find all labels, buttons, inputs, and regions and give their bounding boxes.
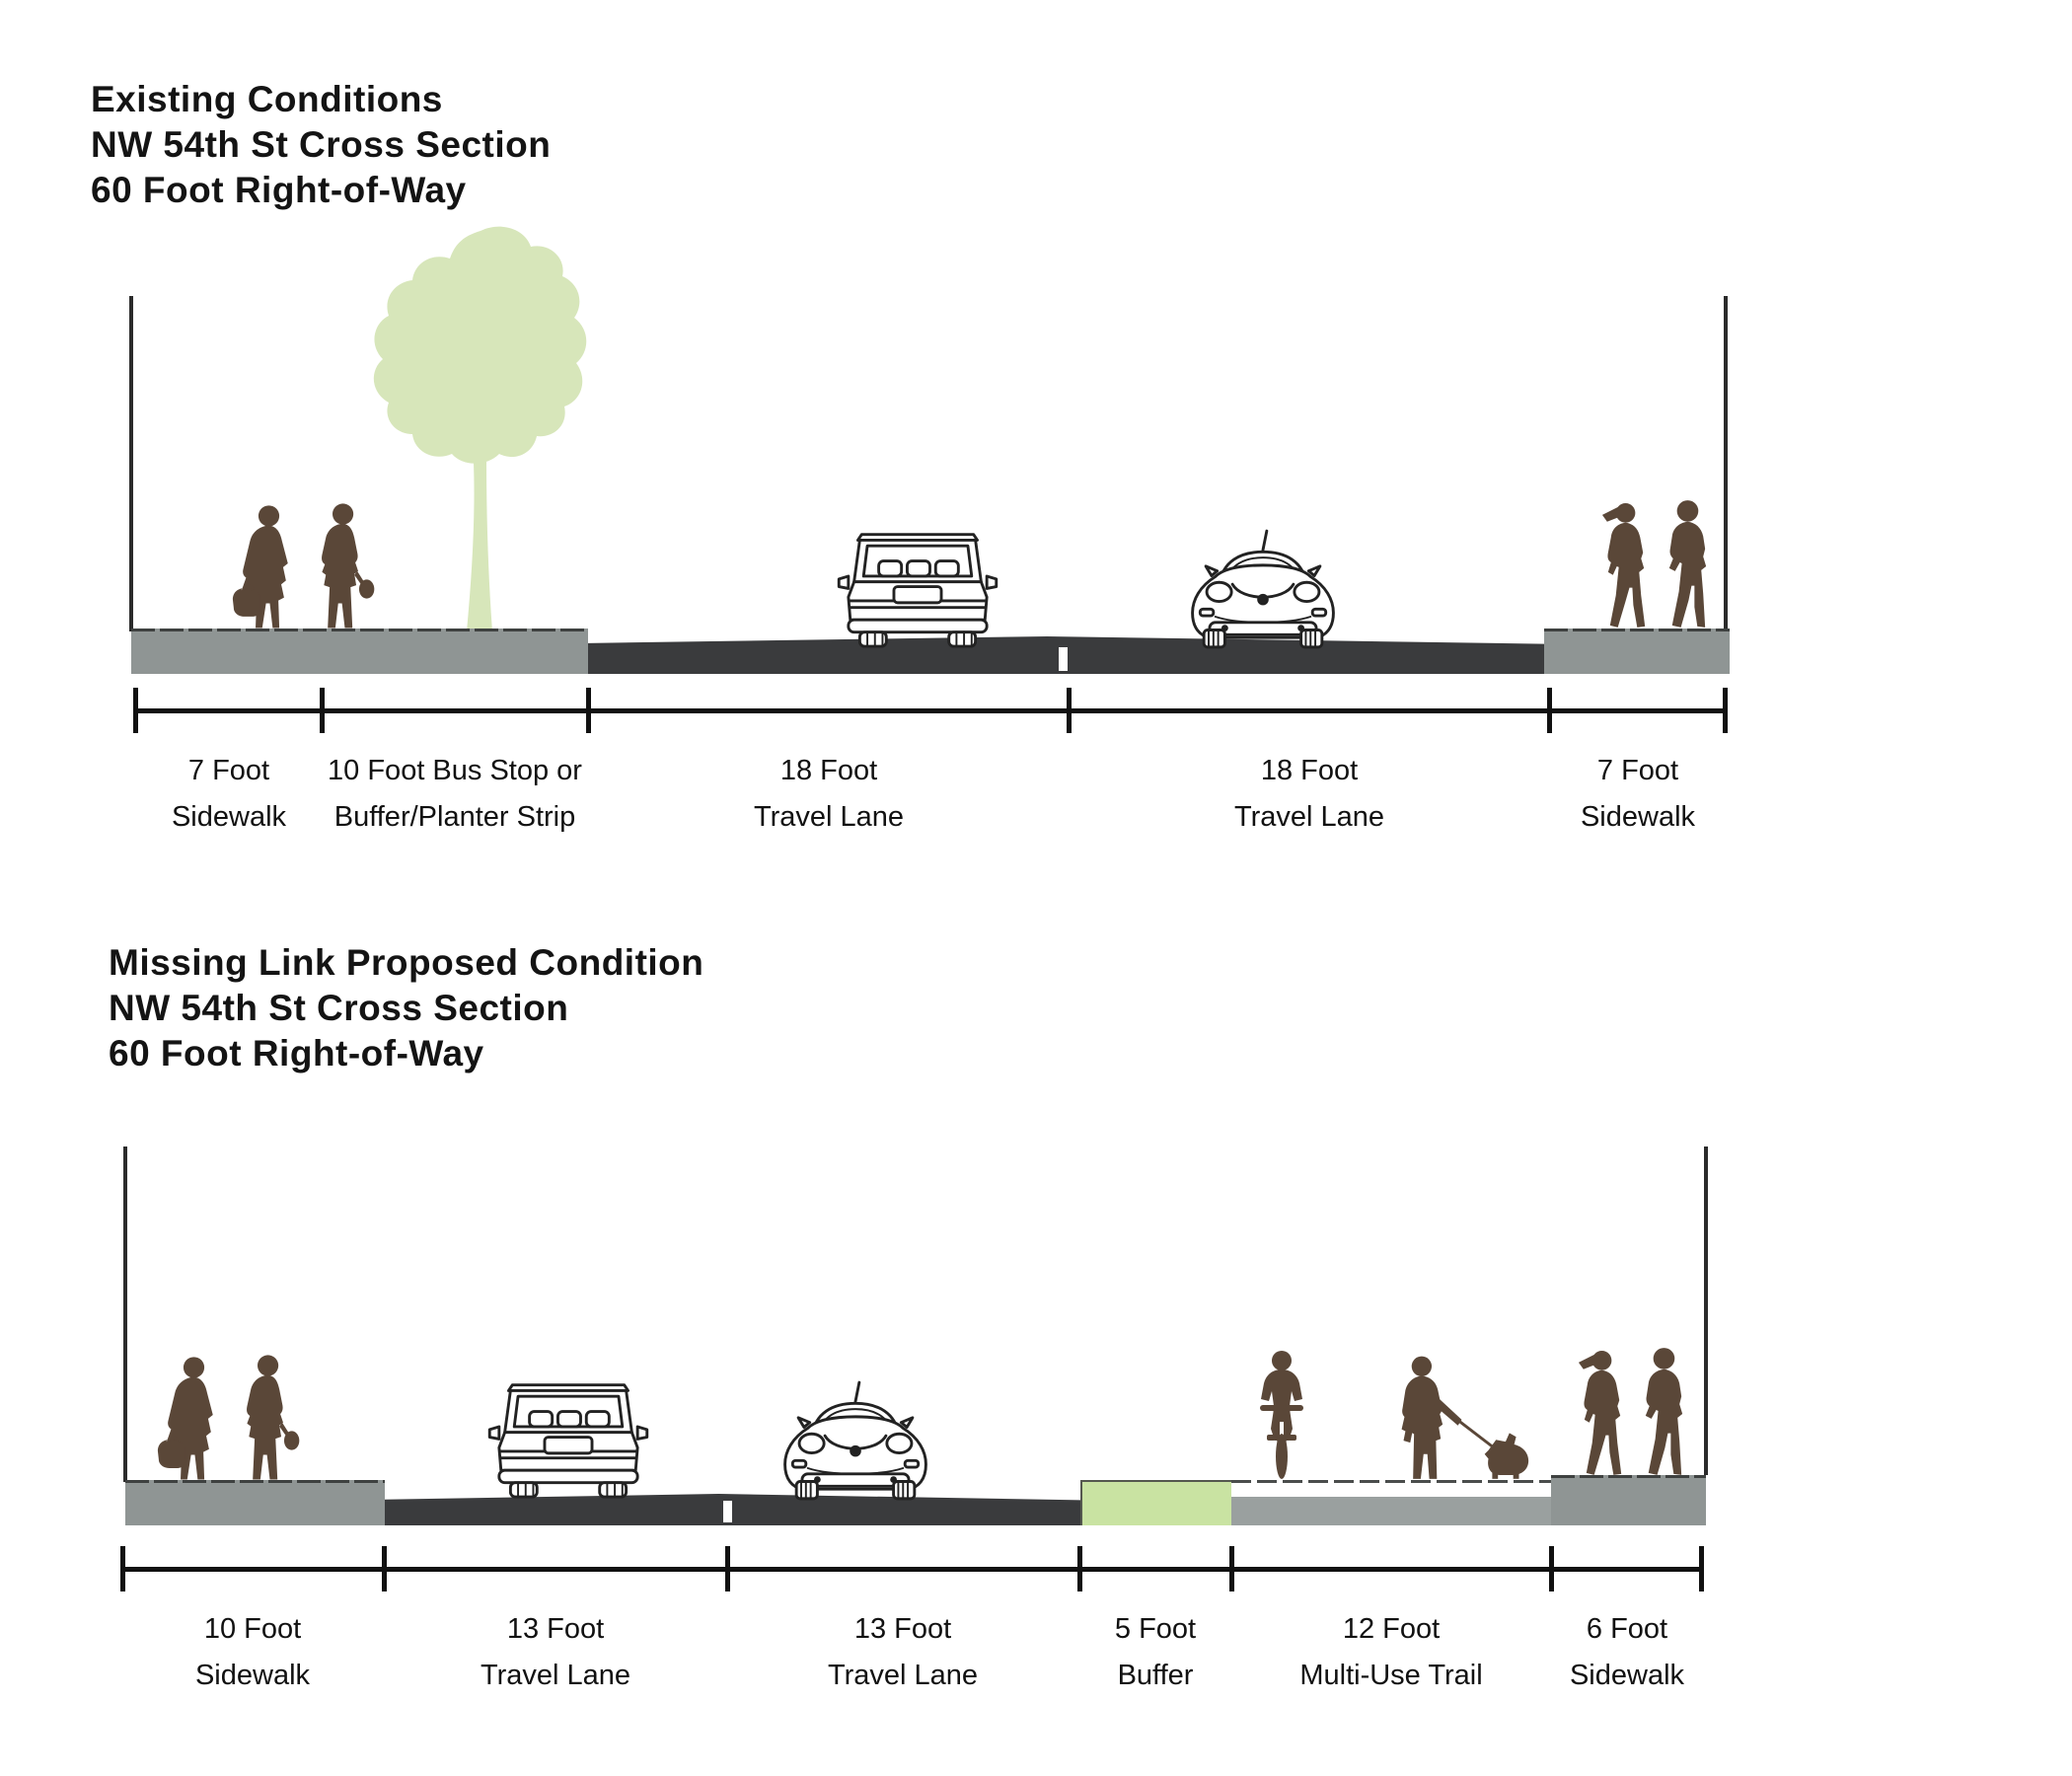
segment-label-line: Sidewalk bbox=[1569, 1660, 1685, 1691]
proposed-trail-surface bbox=[1231, 1480, 1551, 1497]
proposed-segment-label-sidewalk-right: 6 Foot Sidewalk bbox=[1410, 1606, 1844, 1699]
station-wagon-icon bbox=[837, 527, 999, 648]
segment-label-line: 13 Foot bbox=[853, 1613, 952, 1645]
segment-label-line: Sidewalk bbox=[1580, 801, 1696, 833]
dog-walker-icon bbox=[1389, 1354, 1532, 1480]
proposed-title-line2: NW 54th St Cross Section bbox=[109, 988, 569, 1028]
proposed-title-line1: Missing Link Proposed Condition bbox=[109, 942, 704, 983]
proposed-segment-label-buffer: 5 Foot Buffer bbox=[938, 1606, 1372, 1699]
dimension-tick bbox=[725, 1546, 730, 1591]
segment-label-line: 12 Foot bbox=[1342, 1613, 1441, 1645]
segment-label-line: Buffer/Planter Strip bbox=[333, 801, 576, 833]
existing-row-line-right bbox=[1724, 296, 1728, 631]
existing-segment-label-sidewalk-left: 7 Foot Sidewalk bbox=[12, 748, 446, 841]
segment-label-line: Travel Lane bbox=[480, 1660, 631, 1691]
proposed-row-line-left bbox=[123, 1147, 127, 1482]
segment-label-line: 7 Foot bbox=[1596, 755, 1679, 786]
dimension-tick bbox=[586, 688, 591, 733]
cyclist-icon bbox=[1249, 1350, 1314, 1480]
existing-segment-label-sidewalk-right: 7 Foot Sidewalk bbox=[1421, 748, 1855, 841]
existing-dimension-line bbox=[135, 708, 1727, 713]
existing-left-sidewalk-block bbox=[131, 629, 588, 674]
segment-label-line: Sidewalk bbox=[194, 1660, 311, 1691]
segment-label-line: 6 Foot bbox=[1586, 1613, 1668, 1645]
segment-label-line: Multi-Use Trail bbox=[1299, 1660, 1483, 1691]
segment-label-line: Travel Lane bbox=[753, 801, 905, 833]
joggers-icon bbox=[1575, 1344, 1691, 1478]
segment-label-line: 18 Foot bbox=[1260, 755, 1359, 786]
dimension-tick bbox=[382, 1546, 387, 1591]
existing-title-line3: 60 Foot Right-of-Way bbox=[91, 170, 467, 210]
joggers-icon bbox=[1598, 496, 1715, 630]
existing-center-lane-dash bbox=[1059, 647, 1068, 671]
existing-segment-label-bus-stop: 10 Foot Bus Stop or Buffer/Planter Strip bbox=[238, 748, 672, 841]
segment-label-line: 7 Foot bbox=[187, 755, 270, 786]
dimension-tick bbox=[1699, 1546, 1704, 1591]
proposed-dimension-line bbox=[122, 1567, 1703, 1572]
dimension-tick bbox=[320, 688, 325, 733]
dimension-tick bbox=[1547, 688, 1552, 733]
proposed-row-line-right bbox=[1704, 1147, 1708, 1475]
segment-label-line: Sidewalk bbox=[171, 801, 287, 833]
dimension-tick bbox=[120, 1546, 125, 1591]
dimension-tick bbox=[1067, 688, 1072, 733]
proposed-roadway bbox=[385, 1494, 1080, 1525]
dimension-tick bbox=[1077, 1546, 1082, 1591]
station-wagon-icon bbox=[487, 1377, 649, 1499]
proposed-title: Missing Link Proposed Condition NW 54th … bbox=[109, 940, 703, 1076]
existing-segment-label-travel-lane-2: 18 Foot Travel Lane bbox=[1092, 748, 1526, 841]
segment-label-line: 10 Foot bbox=[203, 1613, 302, 1645]
proposed-trail-base bbox=[1231, 1497, 1551, 1525]
segment-label-line: Travel Lane bbox=[1233, 801, 1385, 833]
segment-label-line: 13 Foot bbox=[506, 1613, 605, 1645]
existing-row-line-left bbox=[129, 296, 133, 631]
existing-right-sidewalk-block bbox=[1544, 629, 1730, 674]
pedestrians-walking-icon bbox=[156, 1350, 308, 1482]
existing-title-line1: Existing Conditions bbox=[91, 79, 443, 119]
segment-label-line: 10 Foot Bus Stop or bbox=[328, 755, 582, 786]
proposed-left-sidewalk-block bbox=[125, 1480, 385, 1525]
proposed-segment-label-multi-use-trail: 12 Foot Multi-Use Trail bbox=[1174, 1606, 1608, 1699]
dimension-tick bbox=[1549, 1546, 1554, 1591]
dimension-tick bbox=[133, 688, 138, 733]
pedestrians-walking-icon bbox=[231, 498, 383, 630]
proposed-right-sidewalk-block bbox=[1551, 1475, 1706, 1525]
dimension-tick bbox=[1229, 1546, 1234, 1591]
street-tree-icon bbox=[357, 225, 610, 631]
segment-label-line: Buffer bbox=[1117, 1660, 1194, 1691]
dimension-tick bbox=[1723, 688, 1728, 733]
proposed-segment-label-sidewalk-left: 10 Foot Sidewalk bbox=[36, 1606, 470, 1699]
proposed-buffer-block bbox=[1080, 1480, 1231, 1525]
beetle-car-icon bbox=[1181, 529, 1345, 649]
existing-title-line2: NW 54th St Cross Section bbox=[91, 124, 552, 165]
proposed-title-line3: 60 Foot Right-of-Way bbox=[109, 1033, 484, 1073]
segment-label-line: 18 Foot bbox=[779, 755, 878, 786]
existing-segment-label-travel-lane-1: 18 Foot Travel Lane bbox=[612, 748, 1046, 841]
existing-title: Existing Conditions NW 54th St Cross Sec… bbox=[91, 77, 551, 213]
proposed-center-lane-dash bbox=[723, 1501, 732, 1522]
proposed-segment-label-travel-lane-1: 13 Foot Travel Lane bbox=[338, 1606, 773, 1699]
segment-label-line: 5 Foot bbox=[1114, 1613, 1197, 1645]
beetle-car-icon bbox=[774, 1380, 937, 1501]
segment-label-line: Travel Lane bbox=[827, 1660, 979, 1691]
proposed-segment-label-travel-lane-2: 13 Foot Travel Lane bbox=[686, 1606, 1120, 1699]
